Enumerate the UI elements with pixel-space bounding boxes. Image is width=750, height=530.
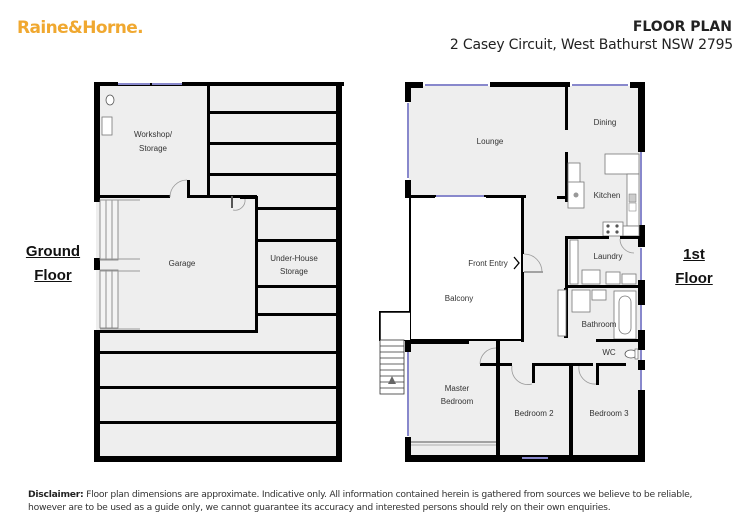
room-label-master-2: Bedroom bbox=[441, 397, 474, 406]
room-label-bathroom: Bathroom bbox=[582, 320, 617, 329]
room-label-laundry: Laundry bbox=[594, 252, 623, 261]
ground-floor-label-line1: Ground bbox=[25, 243, 81, 260]
stairs-icon bbox=[379, 339, 405, 395]
disclaimer: Disclaimer: Floor plan dimensions are ap… bbox=[28, 489, 728, 514]
disclaimer-text: Floor plan dimensions are approximate. I… bbox=[28, 489, 693, 513]
ground-floor-plan: Workshop/ Storage Garage Under-House Sto… bbox=[94, 82, 344, 462]
floor-plan-drawing: Workshop/ Storage Garage Under-House Sto… bbox=[94, 82, 645, 462]
room-label-workshop-1: Workshop/ bbox=[134, 130, 173, 139]
room-label-workshop-2: Storage bbox=[139, 144, 168, 153]
brand-dot: . bbox=[137, 18, 144, 38]
room-label-dining: Dining bbox=[594, 118, 617, 127]
ground-floor-label-line2: Floor bbox=[34, 267, 72, 284]
room-label-bedroom2: Bedroom 2 bbox=[514, 409, 554, 418]
room-label-garage: Garage bbox=[169, 259, 196, 268]
property-address: 2 Casey Circuit, West Bathurst NSW 2795 bbox=[449, 37, 733, 53]
ground-floor-label: Ground Floor bbox=[20, 240, 86, 288]
room-label-kitchen: Kitchen bbox=[594, 191, 621, 200]
room-label-wc: WC bbox=[602, 348, 616, 357]
first-floor-label-line1: 1st bbox=[683, 246, 705, 263]
room-label-underhouse-2: Storage bbox=[280, 267, 309, 276]
first-floor-label: 1st Floor bbox=[664, 243, 724, 291]
page-title: FLOOR PLAN bbox=[632, 19, 732, 35]
room-label-front-entry: Front Entry bbox=[468, 259, 508, 268]
disclaimer-label: Disclaimer: bbox=[28, 489, 84, 500]
brand-name: Raine&Horne bbox=[17, 18, 138, 38]
room-label-master-1: Master bbox=[445, 384, 470, 393]
first-floor-label-line2: Floor bbox=[675, 270, 713, 287]
brand-logo: Raine&Horne. bbox=[17, 18, 144, 38]
room-label-lounge: Lounge bbox=[477, 137, 504, 146]
room-label-bedroom3: Bedroom 3 bbox=[589, 409, 629, 418]
first-floor-plan: Lounge Dining Kitchen Front Entry Balcon… bbox=[379, 82, 645, 462]
room-label-balcony: Balcony bbox=[445, 294, 473, 303]
room-label-underhouse-1: Under-House bbox=[270, 254, 318, 263]
